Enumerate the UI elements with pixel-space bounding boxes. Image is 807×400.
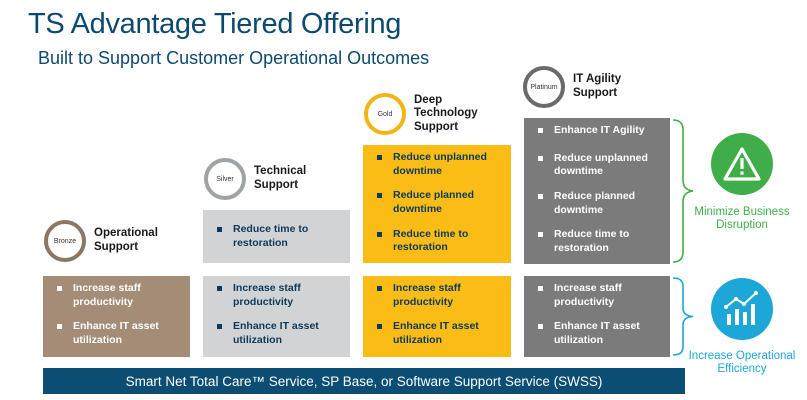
platinum-upper-item: Enhance IT Agility: [538, 124, 662, 138]
warning-triangle-icon: [711, 133, 773, 195]
silver-upper-item: Reduce time to restoration: [217, 223, 342, 250]
upper-brace-icon: [672, 119, 694, 263]
platinum-lower-item: Increase staff productivity: [538, 282, 662, 309]
platinum-upper-item: Reduce time to restoration: [538, 228, 662, 255]
bronze-lower-box: Increase staff productivity Enhance IT a…: [43, 276, 190, 357]
silver-lower-box: Increase staff productivity Enhance IT a…: [203, 276, 350, 357]
platinum-lower-item: Enhance IT asset utilization: [538, 320, 662, 347]
silver-upper-box: Reduce time to restoration: [203, 210, 350, 263]
tier-header-platinum: Platinum IT Agility Support: [523, 66, 663, 108]
outcome-label-minimize: Minimize Business Disruption: [694, 206, 790, 232]
gold-badge-icon: Gold: [364, 93, 406, 135]
gold-lower-box: Increase staff productivity Enhance IT a…: [363, 276, 511, 357]
platinum-upper-box: Enhance IT Agility Reduce unplanned down…: [524, 118, 670, 264]
gold-lower-item: Increase staff productivity: [377, 282, 503, 309]
support-service-footer: Smart Net Total Care™ Service, SP Base, …: [43, 368, 685, 394]
outcome-label-increase: Increase Operational Efficiency: [688, 350, 796, 376]
tier-name-silver: Technical Support: [254, 165, 307, 191]
gold-upper-box: Reduce unplanned downtime Reduce planned…: [363, 145, 511, 263]
tier-header-silver: Silver Technical Support: [204, 158, 344, 200]
tier-header-gold: Gold Deep Technology Support: [364, 93, 504, 135]
silver-badge-icon: Silver: [204, 158, 246, 200]
tier-name-gold: Deep Technology Support: [414, 93, 478, 133]
page-subtitle: Built to Support Customer Operational Ou…: [38, 48, 430, 68]
gold-upper-item: Reduce planned downtime: [377, 189, 503, 216]
silver-lower-item: Increase staff productivity: [217, 282, 342, 309]
gold-lower-item: Enhance IT asset utilization: [377, 320, 503, 347]
platinum-lower-box: Increase staff productivity Enhance IT a…: [524, 276, 670, 357]
gold-upper-item: Reduce unplanned downtime: [377, 151, 503, 178]
platinum-upper-item: Reduce unplanned downtime: [538, 152, 662, 179]
tier-header-bronze: Bronze Operational Support: [44, 220, 184, 262]
gold-upper-item: Reduce time to restoration: [377, 228, 503, 255]
lower-brace-icon: [672, 277, 694, 356]
tier-name-bronze: Operational Support: [94, 227, 158, 253]
tier-name-platinum: IT Agility Support: [573, 73, 622, 99]
page-title: TS Advantage Tiered Offering: [28, 8, 402, 40]
bar-chart-trend-icon: [711, 278, 773, 340]
bronze-lower-item: Enhance IT asset utilization: [57, 320, 182, 347]
bronze-lower-item: Increase staff productivity: [57, 282, 182, 309]
silver-lower-item: Enhance IT asset utilization: [217, 320, 342, 347]
platinum-badge-icon: Platinum: [523, 66, 565, 108]
bronze-badge-icon: Bronze: [44, 220, 86, 262]
platinum-upper-item: Reduce planned downtime: [538, 190, 662, 217]
